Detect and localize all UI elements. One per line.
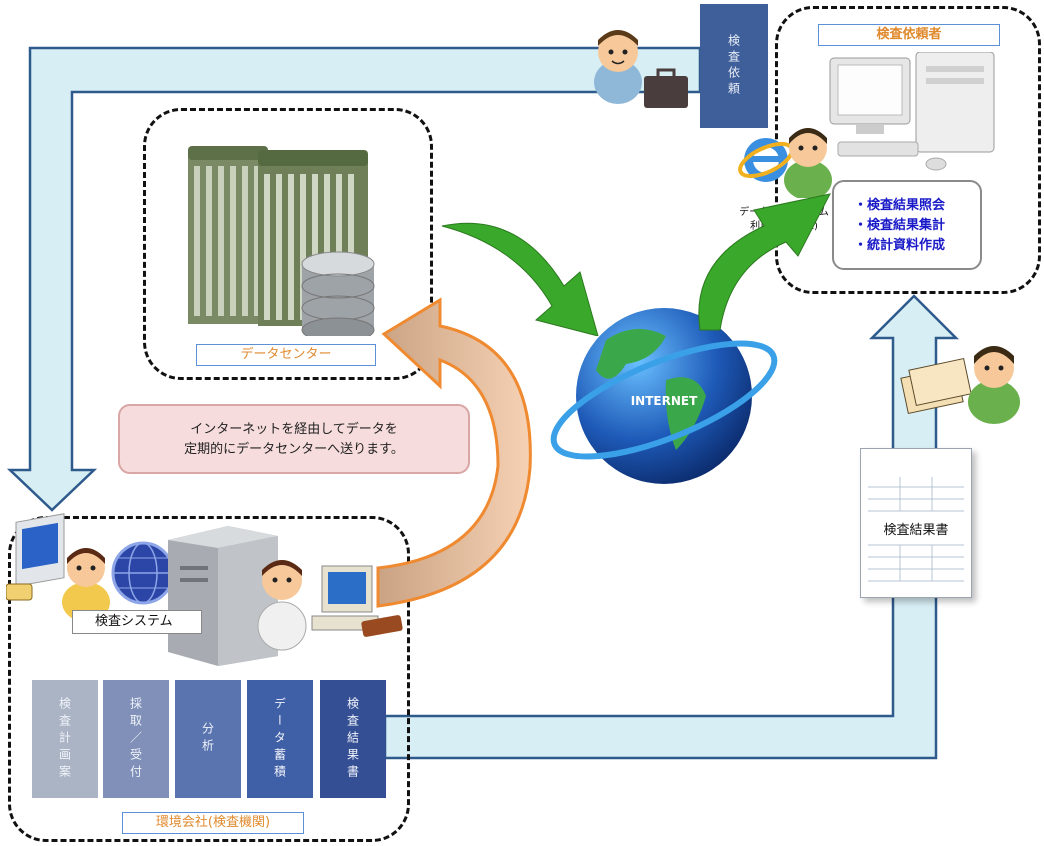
report-table-lines — [868, 477, 964, 512]
process-step-sampling: 採取／受付 — [103, 680, 169, 798]
requester-person-icon — [594, 30, 688, 108]
service-item-inquiry: ・検査結果照会 — [854, 198, 946, 213]
company-title: 環境会社(検査機関) — [122, 812, 304, 834]
transfer-note-line1: インターネットを経由してデータを — [190, 422, 398, 437]
data-center-title: データセンター — [196, 344, 376, 366]
company-region — [8, 516, 410, 842]
transfer-note-line2: 定期的にデータセンターへ送ります。 — [184, 442, 404, 457]
browser-logo-icon — [738, 138, 794, 182]
data-center-region — [143, 108, 433, 380]
upload-arrow — [376, 297, 532, 608]
process-step-sampling-label: 採取／受付 — [128, 696, 143, 782]
green-arrow-out — [698, 193, 831, 331]
transfer-note: インターネットを経由してデータを 定期的にデータセンターへ送ります。 — [118, 404, 470, 474]
technician-person-icon — [257, 560, 307, 651]
services-box: ・検査結果照会 ・検査結果集計 ・統計資料作成 — [832, 180, 982, 270]
inspection-request-banner: 検査依頼 — [700, 4, 768, 128]
service-item-statistics: ・統計資料作成 — [854, 238, 946, 253]
desktop-computer-icon — [829, 52, 995, 171]
inspection-request-label: 検査依頼 — [726, 34, 741, 98]
process-step-storage: データ蓄積 — [247, 680, 313, 798]
report-title: 検査結果書 — [883, 523, 949, 538]
internet-globe-icon — [550, 308, 778, 484]
report-document: 検査結果書 — [860, 448, 972, 598]
operator-person-icon — [62, 548, 110, 620]
process-step-planning: 検査計画案 — [32, 680, 98, 798]
internet-label: INTERNET — [630, 394, 698, 408]
process-step-planning-label: 検査計画案 — [57, 696, 72, 782]
report-papers-icon — [900, 357, 972, 415]
office-workstation-icon — [6, 513, 65, 601]
report-table-lines-lower — [868, 544, 964, 582]
process-step-report-label: 検査結果書 — [345, 696, 360, 782]
requester-title: 検査依頼者 — [818, 24, 1000, 46]
process-step-storage-label: データ蓄積 — [272, 696, 287, 782]
delivery-person-icon — [968, 346, 1020, 424]
data-center-building-icon — [188, 146, 375, 336]
service-item-aggregate: ・検査結果集計 — [854, 218, 946, 233]
customer-person-icon — [784, 128, 832, 198]
inspection-system-label: 検査システム — [72, 610, 202, 634]
lab-computer-icon — [311, 565, 403, 637]
process-step-analysis: 分析 — [175, 680, 241, 798]
process-step-analysis-label: 分析 — [200, 722, 215, 756]
process-step-report: 検査結果書 — [320, 680, 386, 798]
green-arrow-in — [441, 222, 599, 336]
